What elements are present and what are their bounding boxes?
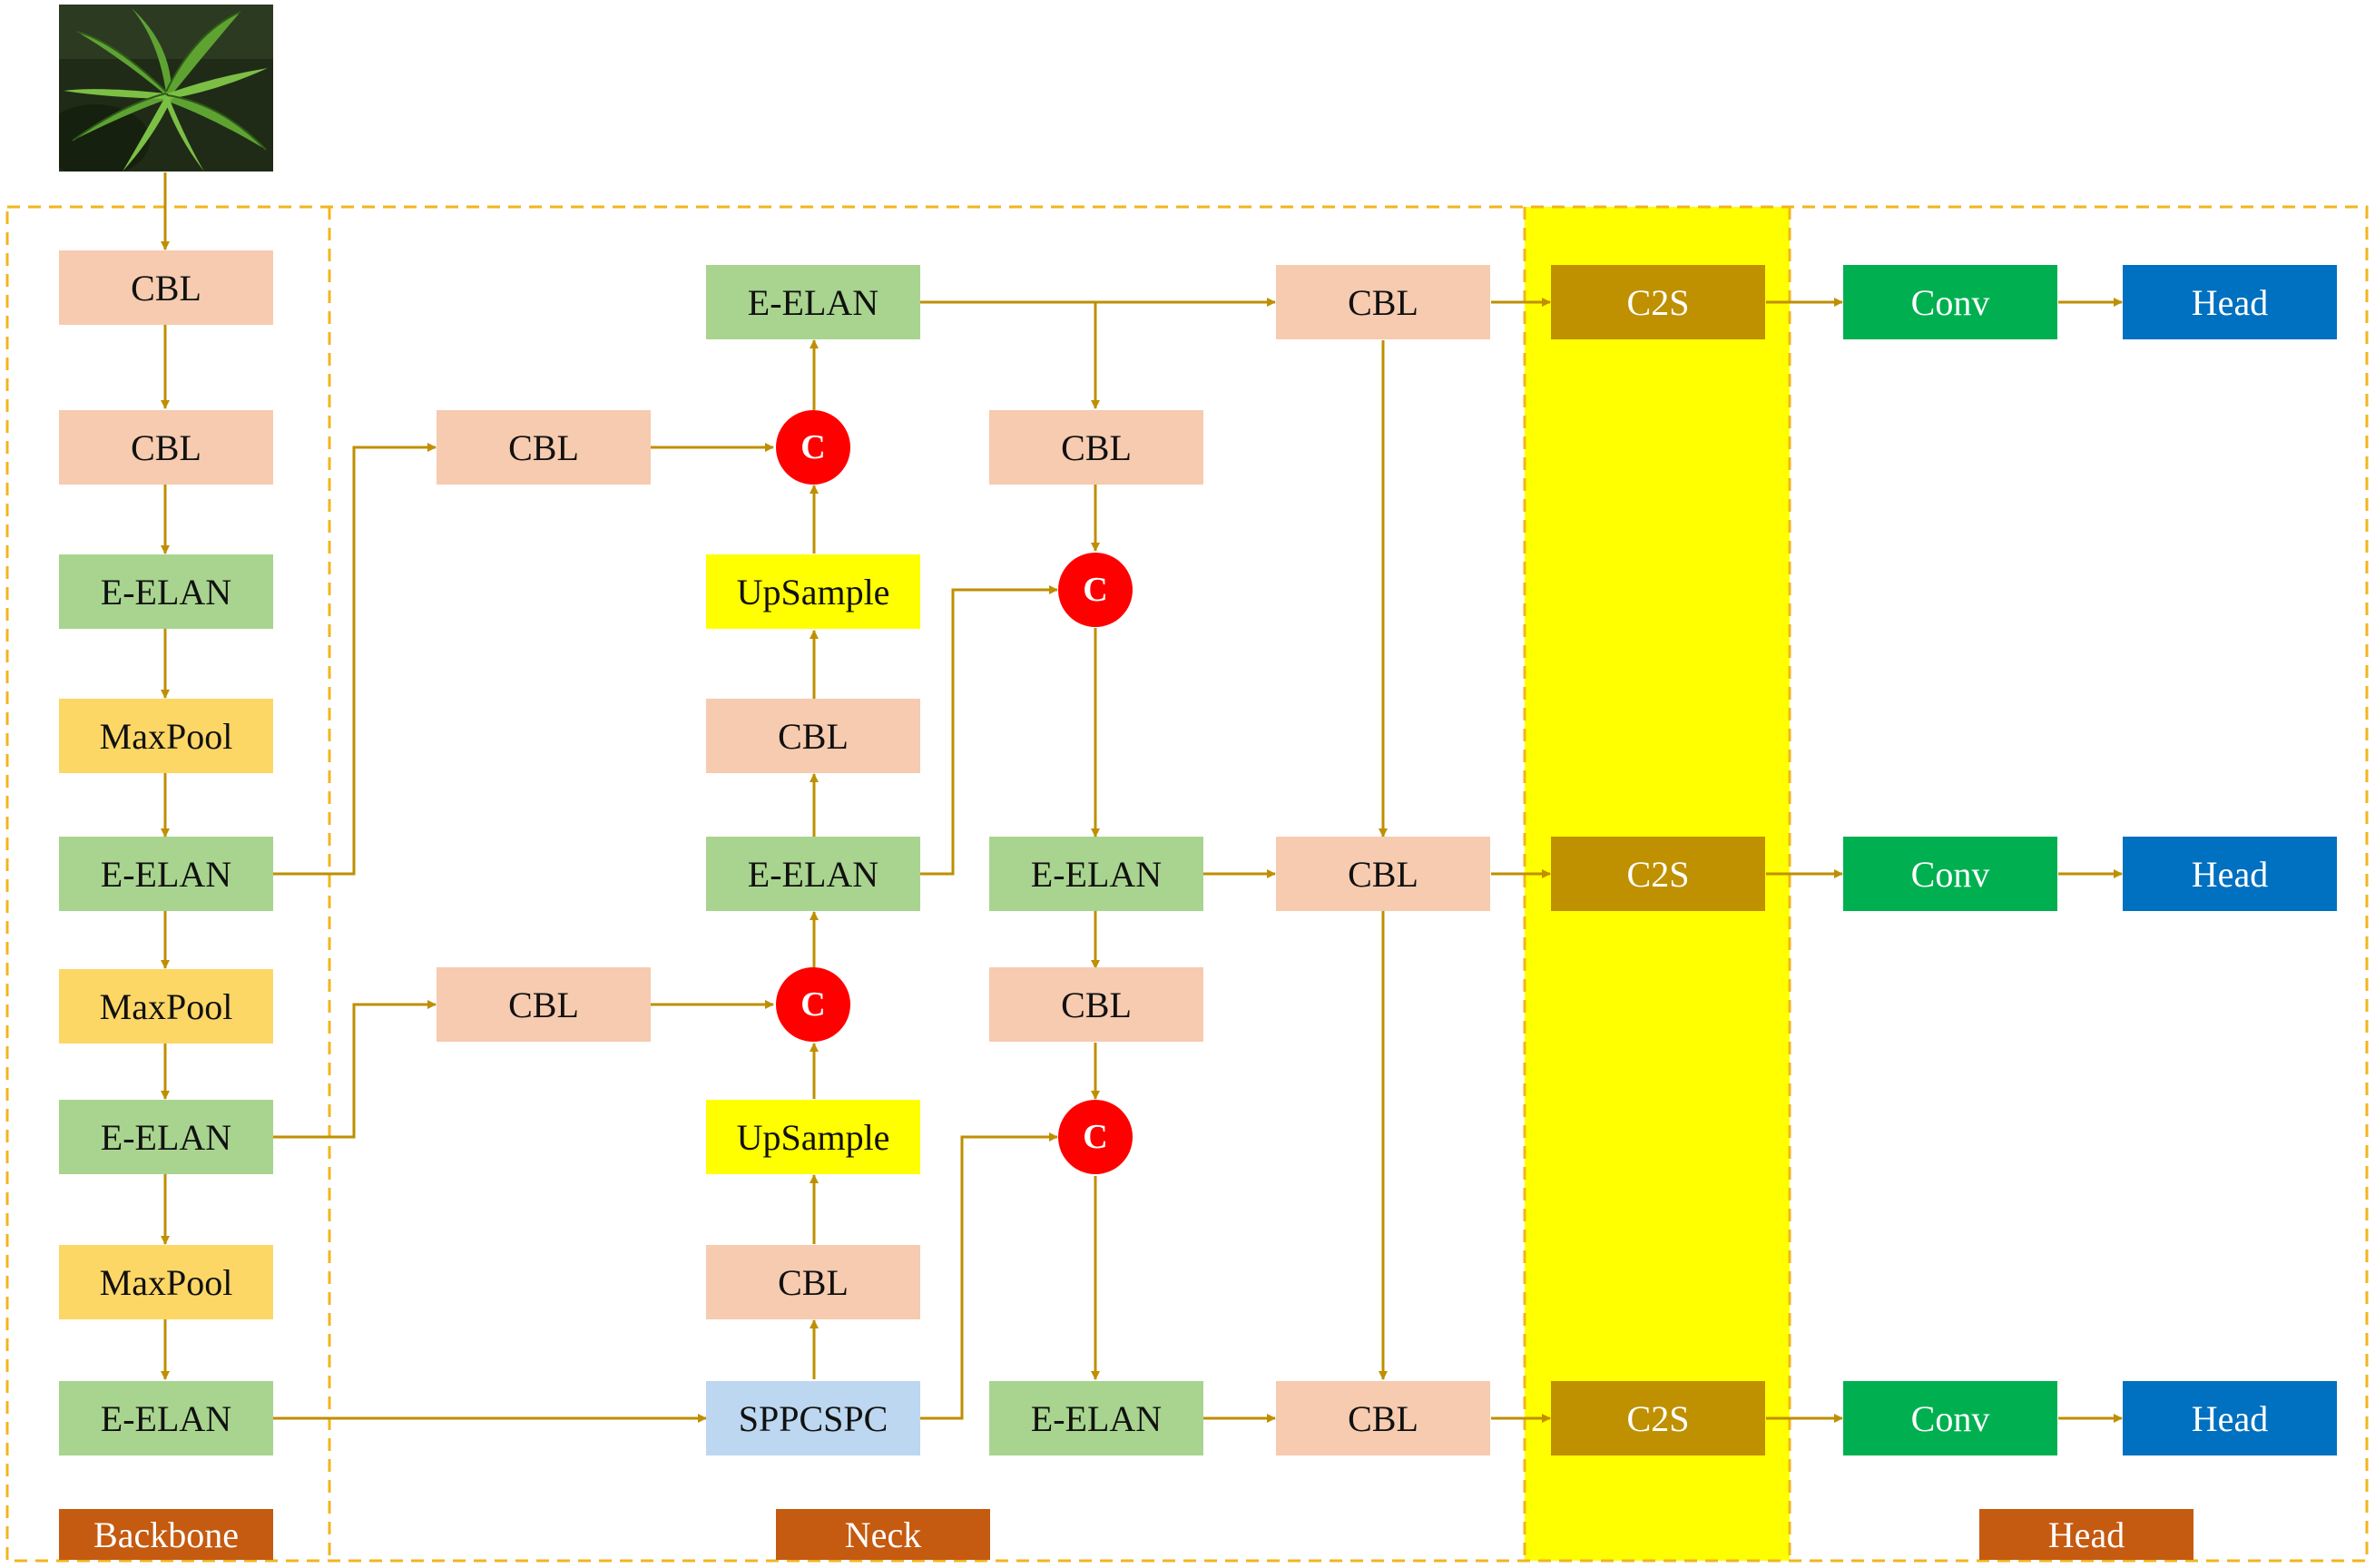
section-borders <box>5 205 2369 1563</box>
head-output-3: Head <box>2123 1381 2337 1455</box>
neck-out-cbl-3: CBL <box>1276 1381 1490 1455</box>
neck-lateral-cbl-1: CBL <box>437 410 651 485</box>
input-leaf-image <box>59 5 273 172</box>
backbone-maxpool-3: MaxPool <box>59 1245 273 1319</box>
backbone-maxpool-2: MaxPool <box>59 969 273 1044</box>
neck-topdown-cbl-2: CBL <box>706 1245 920 1319</box>
head-conv-1: Conv <box>1843 265 2057 339</box>
c2s-block-1: C2S <box>1551 265 1765 339</box>
neck-out-cbl-1: CBL <box>1276 265 1490 339</box>
backbone-elan-1: E-ELAN <box>59 554 273 629</box>
head-conv-3: Conv <box>1843 1381 2057 1455</box>
neck-sppcspc: SPPCSPC <box>706 1381 920 1455</box>
backbone-section-label: Backbone <box>59 1509 273 1560</box>
neck-section-label: Neck <box>776 1509 990 1560</box>
neck-bottomup-cbl-2: CBL <box>989 967 1203 1042</box>
neck-out-cbl-2: CBL <box>1276 837 1490 911</box>
concat-node-2: C <box>776 967 850 1042</box>
neck-upsample-1: UpSample <box>706 554 920 629</box>
neck-bottomup-cbl-1: CBL <box>989 410 1203 485</box>
concat-node-3: C <box>1058 553 1133 627</box>
neck-topdown-elan-mid: E-ELAN <box>706 837 920 911</box>
head-output-1: Head <box>2123 265 2337 339</box>
concat-node-4: C <box>1058 1100 1133 1174</box>
head-output-2: Head <box>2123 837 2337 911</box>
neck-topdown-elan-top: E-ELAN <box>706 265 920 339</box>
neck-upsample-2: UpSample <box>706 1100 920 1174</box>
concat-node-1: C <box>776 410 850 485</box>
c2s-block-3: C2S <box>1551 1381 1765 1455</box>
neck-bottomup-elan-bottom: E-ELAN <box>989 1381 1203 1455</box>
neck-bottomup-elan-mid: E-ELAN <box>989 837 1203 911</box>
backbone-elan-3: E-ELAN <box>59 1100 273 1174</box>
head-conv-2: Conv <box>1843 837 2057 911</box>
head-section-label: Head <box>1979 1509 2193 1560</box>
backbone-elan-4: E-ELAN <box>59 1381 273 1455</box>
backbone-elan-2: E-ELAN <box>59 837 273 911</box>
backbone-maxpool-1: MaxPool <box>59 699 273 773</box>
backbone-cbl-2: CBL <box>59 410 273 485</box>
c2s-block-2: C2S <box>1551 837 1765 911</box>
backbone-cbl-1: CBL <box>59 250 273 325</box>
neck-topdown-cbl-1: CBL <box>706 699 920 773</box>
flow-arrows <box>161 172 2123 1423</box>
neck-lateral-cbl-2: CBL <box>437 967 651 1042</box>
